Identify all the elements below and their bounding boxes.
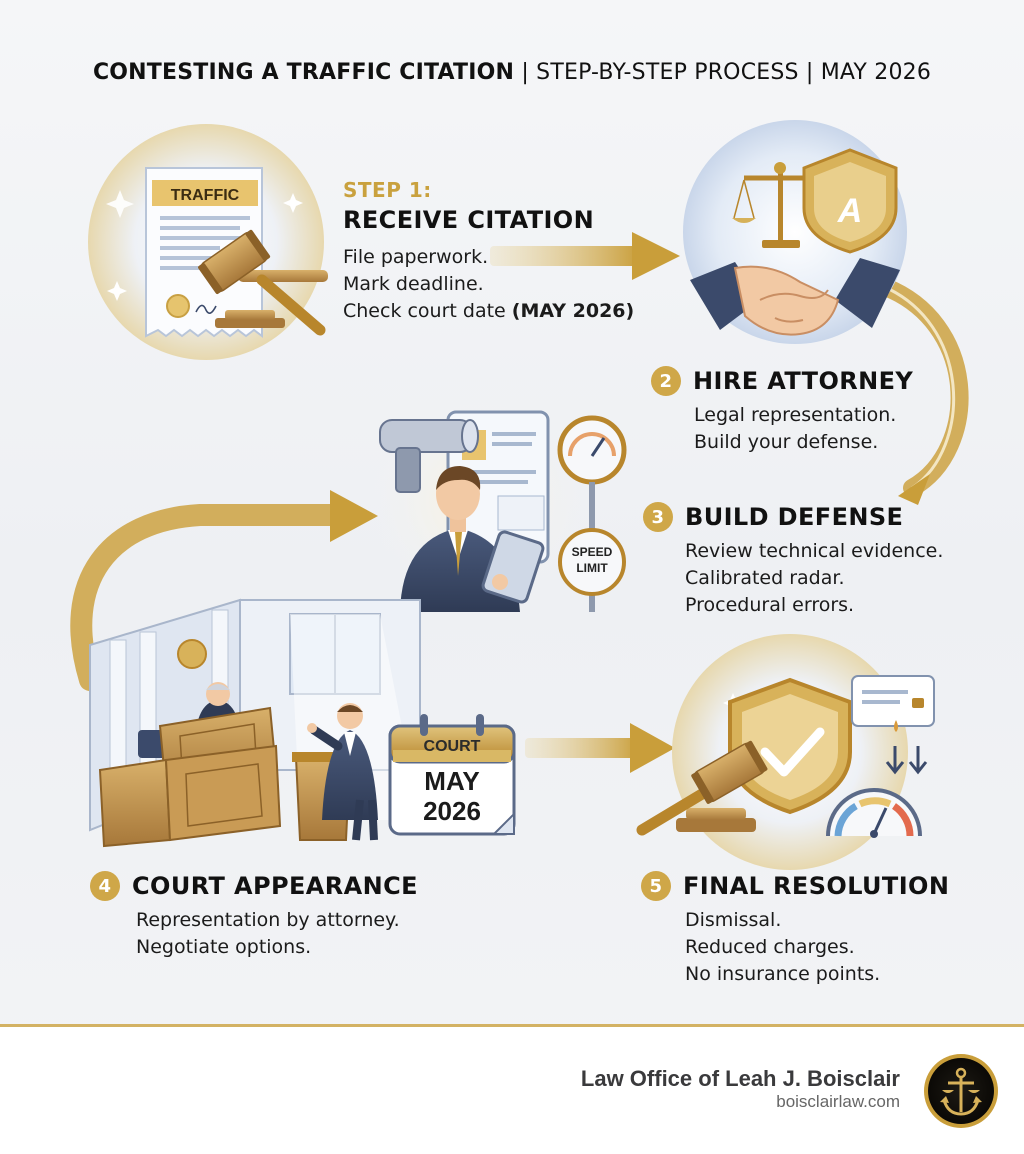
step-3-number: 3	[643, 502, 673, 532]
calendar-header: COURT	[424, 738, 481, 755]
step-1-line-1: File paperwork.	[343, 246, 489, 268]
step-2-number: 2	[651, 366, 681, 396]
defense-illustration: SPEED LIMIT	[370, 390, 627, 612]
court-date-calendar: COURT MAY 2026	[388, 714, 516, 836]
title-date: MAY 2026	[820, 60, 932, 85]
ticket-label: TRAFFIC	[171, 187, 240, 204]
step-1-line-3: Check court date (MAY 2026)	[343, 300, 635, 322]
step-5-line-1: Dismissal.	[685, 909, 782, 931]
step-4: 4 COURT APPEARANCE Representation by atto…	[90, 871, 418, 961]
footer-divider	[0, 1024, 1024, 1027]
arrow-step2-to-3	[871, 276, 969, 505]
step-5-heading: FINAL RESOLUTION	[683, 872, 950, 900]
resolution-illustration	[636, 634, 935, 870]
step-3: 3 BUILD DEFENSE Review technical evidence…	[643, 502, 943, 619]
step-3-line-2: Calibrated radar.	[685, 567, 845, 589]
step-1-heading: RECEIVE CITATION	[343, 206, 595, 234]
step-3-heading: BUILD DEFENSE	[685, 503, 904, 531]
firm-website-link[interactable]: boisclairlaw.com	[776, 1092, 900, 1111]
step-3-line-3: Procedural errors.	[685, 594, 855, 616]
step-5-line-2: Reduced charges.	[685, 936, 855, 958]
step-5: 5 FINAL RESOLUTION Dismissal. Reduced cha…	[641, 871, 949, 988]
footer	[0, 1027, 1024, 1154]
citation-illustration: TRAFFIC	[88, 124, 328, 360]
step-4-line-1: Representation by attorney.	[136, 909, 400, 931]
courtroom-illustration	[89, 598, 421, 848]
calendar-month: MAY	[424, 766, 479, 796]
step-2-line-2: Build your defense.	[694, 431, 879, 453]
step-1-line-2: Mark deadline.	[343, 273, 484, 295]
step-5-line-3: No insurance points.	[685, 963, 881, 985]
page-title: CONTESTING A TRAFFIC CITATION | STEP-BY-…	[92, 60, 932, 85]
step-5-number: 5	[641, 871, 671, 901]
step-1-label: STEP 1:	[343, 178, 432, 202]
arrow-step1-to-2	[490, 232, 680, 280]
process-illustration: TRAFFIC A	[70, 120, 969, 870]
speed-sign-line2: LIMIT	[576, 561, 608, 575]
speed-sign-line1: SPEED	[572, 545, 613, 559]
firm-name: Law Office of Leah J. Boisclair	[580, 1066, 900, 1091]
arrow-step4-to-3	[70, 490, 378, 691]
step-2: 2 HIRE ATTORNEY Legal representation. Bui…	[651, 366, 913, 456]
step-4-number: 4	[90, 871, 120, 901]
step-3-line-1: Review technical evidence.	[685, 540, 944, 562]
calendar-year: 2026	[423, 796, 481, 826]
title-main: CONTESTING A TRAFFIC CITATION	[92, 60, 515, 85]
shield-letter: A	[837, 192, 863, 230]
step-4-heading: COURT APPEARANCE	[132, 872, 418, 900]
anchor-logo-icon	[924, 1054, 998, 1128]
step-2-heading: HIRE ATTORNEY	[693, 367, 914, 395]
attorney-illustration: A	[683, 120, 907, 344]
title-sub: STEP-BY-STEP PROCESS	[536, 60, 799, 85]
step-1: STEP 1: RECEIVE CITATION File paperwork.…	[343, 178, 634, 325]
step-4-line-2: Negotiate options.	[136, 936, 312, 958]
arrow-step4-to-5	[525, 723, 675, 773]
step-2-line-1: Legal representation.	[694, 404, 897, 426]
